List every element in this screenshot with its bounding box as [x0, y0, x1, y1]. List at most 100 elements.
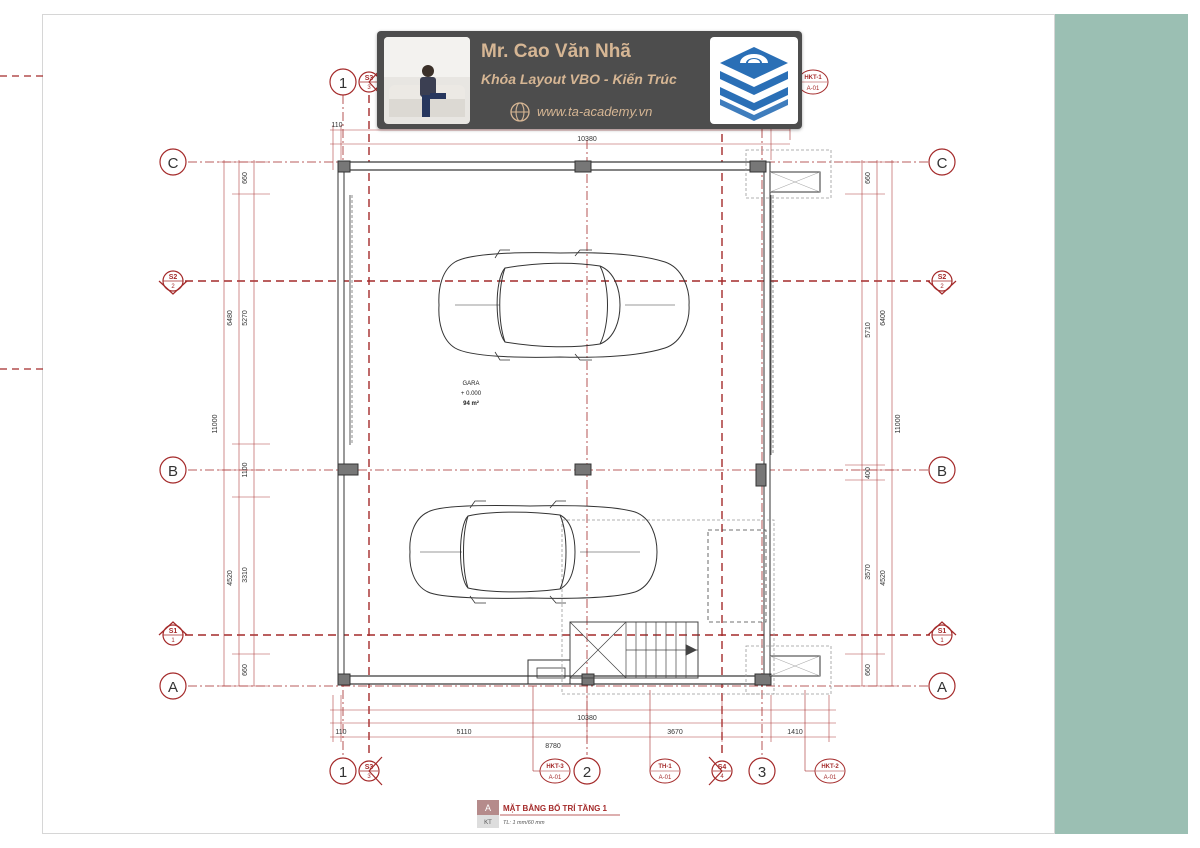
section-lines — [185, 95, 930, 755]
dim-bottom-8780: 8780 — [545, 743, 561, 750]
drawing-sheet — [42, 14, 1055, 834]
svg-text:HKT-2: HKT-2 — [821, 764, 839, 770]
dim-left-11000: 11000 — [212, 414, 219, 433]
grid-bubble-1-top: 1 — [329, 68, 357, 96]
svg-text:HKT-1: HKT-1 — [804, 75, 822, 81]
dim-right-400: 400 — [865, 467, 872, 479]
dimension-texts: 110 10380 10380 110 5110 3670 1410 8780 … — [212, 122, 902, 750]
svg-text:S3: S3 — [365, 75, 374, 82]
title-block: A KT MẶT BẰNG BỐ TRÍ TẦNG 1 TL: 1 mm/60 … — [477, 800, 620, 828]
svg-text:A: A — [168, 679, 178, 696]
globe-icon — [510, 102, 530, 122]
section-s3-bottom: S3 3 — [358, 756, 383, 786]
dim-right-660-top: 660 — [865, 172, 872, 184]
title-sub-tag: KT — [484, 820, 492, 826]
dim-right-11000: 11000 — [895, 414, 902, 433]
svg-text:3: 3 — [367, 85, 371, 91]
academy-logo — [710, 37, 798, 124]
dim-left-3310: 3310 — [242, 567, 249, 583]
website-link[interactable]: www.ta-academy.vn — [537, 104, 653, 119]
section-s2-left: S2 2 — [158, 270, 188, 295]
svg-text:A-01: A-01 — [659, 775, 672, 781]
edge-markers — [0, 75, 45, 370]
grid-bubble-a-right: A — [928, 672, 956, 700]
grid-bubble-b-right: B — [928, 456, 956, 484]
grid-bubble-c-left: C — [159, 148, 187, 176]
grid-bubbles: C B A C B A 1 1 — [159, 68, 956, 785]
title-text: MẶT BẰNG BỐ TRÍ TẦNG 1 — [503, 803, 608, 813]
room-level: + 0.000 — [461, 391, 482, 397]
dim-left-5270: 5270 — [242, 310, 249, 326]
dim-right-4520: 4520 — [880, 570, 887, 586]
svg-text:S3: S3 — [365, 764, 374, 771]
section-markers: S2 2 S2 2 S1 1 S1 1 S — [158, 67, 957, 786]
section-s2-right: S2 2 — [927, 270, 957, 295]
svg-text:1: 1 — [339, 75, 347, 92]
stair — [561, 519, 775, 695]
side-panel — [1055, 14, 1188, 834]
svg-text:TH-1: TH-1 — [658, 764, 672, 770]
dimension-lines — [218, 125, 898, 742]
callout-hkt2: HKT-2 A-01 — [804, 690, 846, 784]
svg-text:3: 3 — [758, 764, 766, 781]
technical-shafts — [527, 149, 832, 695]
dim-right-5710: 5710 — [865, 322, 872, 338]
dim-bottom-3670: 3670 — [667, 729, 683, 736]
section-s4-bottom: S4 4 — [708, 756, 733, 786]
grid-bubble-1-bottom: 1 — [329, 757, 357, 785]
svg-text:C: C — [168, 155, 179, 172]
car-top — [438, 249, 690, 361]
callout-hkt3: HKT-3 A-01 — [532, 686, 571, 784]
dim-left-4520: 4520 — [227, 570, 234, 586]
section-s1-right: S1 1 — [927, 621, 957, 646]
svg-text:1: 1 — [339, 764, 347, 781]
instructor-photo — [384, 37, 470, 124]
grid-bubble-b-left: B — [159, 456, 187, 484]
grid-bubble-a-left: A — [159, 672, 187, 700]
detail-callouts: HKT-1 A-01 HKT-3 A-01 TH-1 A-01 HKT-2 A-… — [532, 69, 846, 784]
room-area: 94 m² — [463, 400, 479, 407]
columns — [337, 160, 772, 686]
dim-bottom-110: 110 — [335, 729, 346, 736]
title-scale: TL: 1 mm/60 mm — [503, 820, 545, 826]
svg-text:4: 4 — [720, 774, 724, 780]
svg-text:2: 2 — [171, 284, 175, 290]
section-s1-left: S1 1 — [158, 621, 188, 646]
car-bottom — [409, 500, 658, 604]
svg-text:A-01: A-01 — [549, 775, 562, 781]
dim-right-6400: 6400 — [880, 310, 887, 326]
dim-right-660-bot: 660 — [865, 664, 872, 676]
dim-bottom-1410: 1410 — [787, 729, 803, 736]
svg-text:B: B — [168, 463, 178, 480]
grid-bubble-2-bottom: 2 — [573, 757, 601, 785]
dim-top-110: 110 — [331, 122, 342, 129]
course-name: Khóa Layout VBO - Kiến Trúc — [481, 71, 677, 87]
svg-text:A-01: A-01 — [807, 86, 820, 92]
callout-th1: TH-1 A-01 — [649, 690, 681, 784]
room-label: GARA + 0.000 94 m² — [461, 381, 482, 407]
dim-left-660-bot: 660 — [242, 664, 249, 676]
svg-text:S4: S4 — [718, 764, 727, 771]
dim-bottom-total: 10380 — [577, 715, 597, 722]
svg-text:1: 1 — [940, 638, 944, 644]
svg-text:B: B — [937, 463, 947, 480]
dim-right-3570: 3570 — [865, 564, 872, 580]
dim-bottom-5110: 5110 — [456, 729, 471, 736]
svg-text:S1: S1 — [938, 628, 947, 635]
svg-text:2: 2 — [583, 764, 591, 781]
dim-top-total: 10380 — [577, 136, 597, 143]
svg-text:S2: S2 — [938, 274, 947, 281]
svg-text:S2: S2 — [169, 274, 178, 281]
dim-left-6480: 6480 — [227, 310, 234, 326]
svg-text:HKT-3: HKT-3 — [546, 764, 564, 770]
svg-text:3: 3 — [367, 774, 371, 780]
svg-text:A-01: A-01 — [824, 775, 837, 781]
svg-text:S1: S1 — [169, 628, 178, 635]
room-name: GARA — [462, 381, 479, 387]
svg-text:2: 2 — [940, 284, 944, 290]
dim-left-660-top: 660 — [242, 172, 249, 184]
svg-text:A: A — [937, 679, 947, 696]
title-tag: A — [485, 803, 491, 813]
svg-text:C: C — [937, 155, 948, 172]
